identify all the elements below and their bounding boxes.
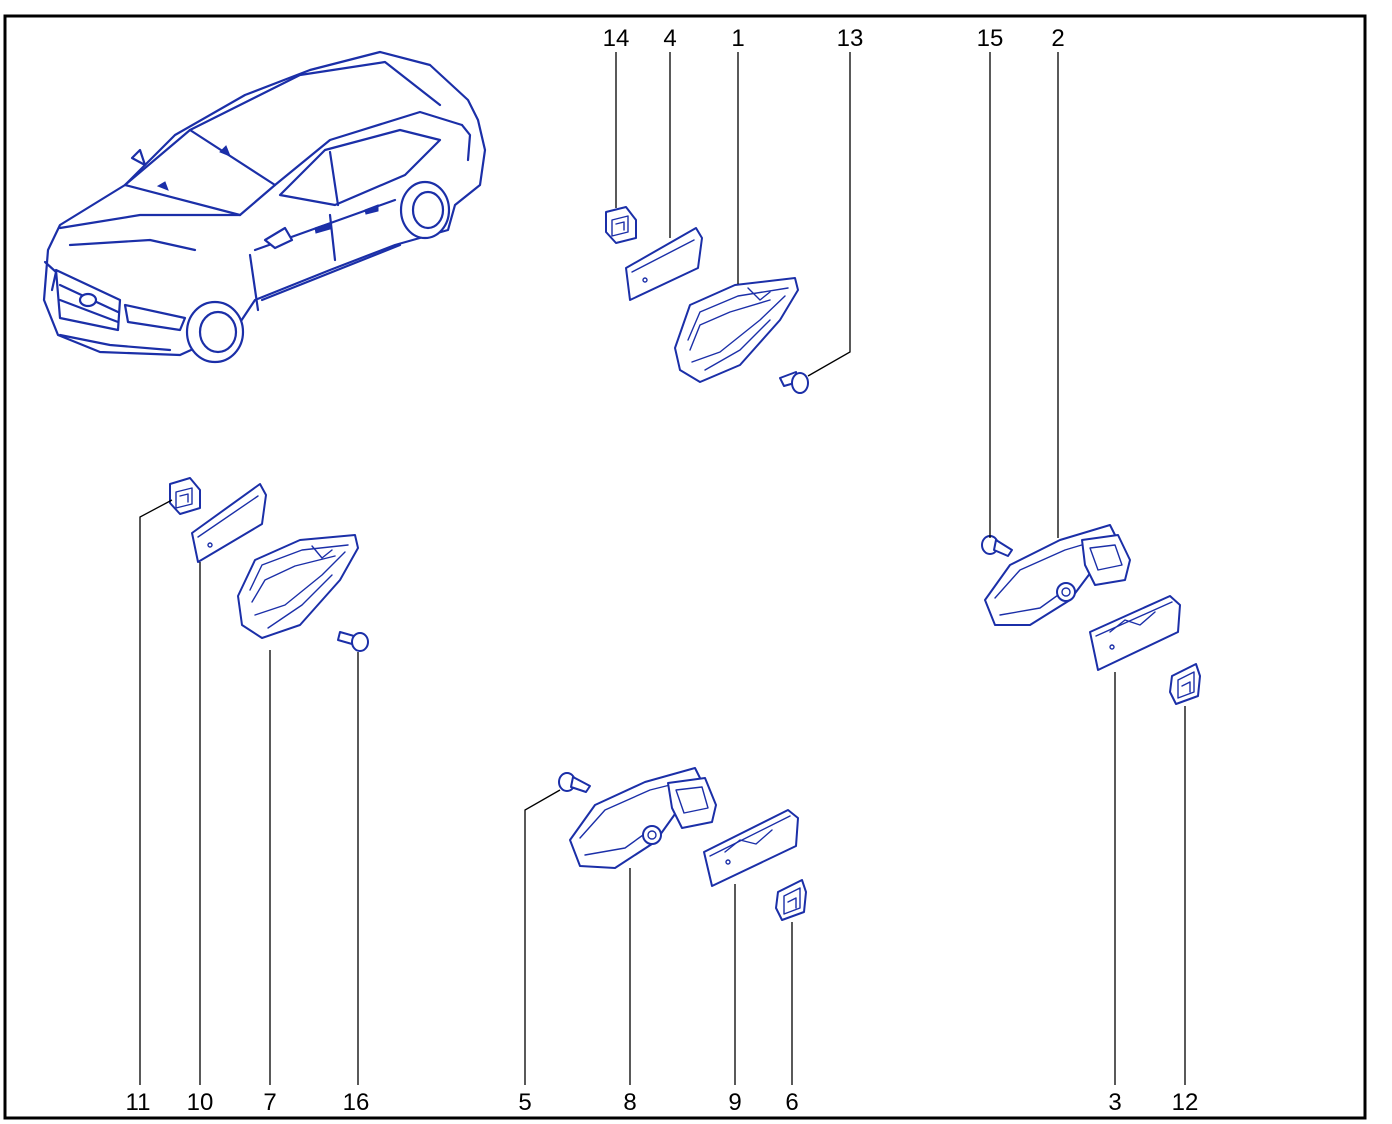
callout-3: 3 (1108, 1089, 1121, 1116)
part-7-door-handle (237, 534, 359, 639)
part-11-clip (169, 477, 201, 515)
leader-lines (139, 52, 1186, 1085)
callouts-bottom: 11 10 7 16 5 8 9 6 3 12 (126, 1089, 1199, 1116)
callout-1: 1 (731, 25, 744, 52)
part-5-screw (558, 772, 591, 793)
diagram-frame (3, 14, 1367, 1120)
part-13-screw (779, 371, 809, 394)
part-6-clip (775, 879, 807, 921)
callout-10: 10 (187, 1089, 214, 1116)
part-2-door-handle-mechanism (984, 524, 1131, 626)
callout-12: 12 (1172, 1089, 1199, 1116)
part-3-trim-insert (1089, 595, 1181, 671)
callout-4: 4 (663, 25, 676, 52)
callout-14: 14 (603, 25, 630, 52)
leader-13 (807, 52, 851, 377)
callout-16: 16 (343, 1089, 370, 1116)
part-9-trim-insert (703, 809, 799, 887)
callouts-top: 14 4 1 13 15 2 (603, 25, 1065, 52)
callout-2: 2 (1051, 25, 1064, 52)
part-15-screw (981, 535, 1013, 557)
callout-5: 5 (518, 1089, 531, 1116)
callout-11: 11 (126, 1089, 151, 1116)
callout-15: 15 (977, 25, 1004, 52)
callout-8: 8 (623, 1089, 636, 1116)
callout-9: 9 (728, 1089, 741, 1116)
part-10-trim-insert (191, 483, 267, 563)
part-1-door-handle (674, 277, 799, 383)
callout-7: 7 (263, 1089, 276, 1116)
part-16-screw (337, 631, 369, 652)
callout-13: 13 (837, 25, 864, 52)
leader-11 (139, 499, 173, 1085)
vehicle-illustration (42, 50, 487, 364)
part-4-trim-insert (625, 227, 703, 301)
leader-5 (524, 789, 561, 1085)
callout-6: 6 (785, 1089, 798, 1116)
part-12-clip (1169, 663, 1201, 705)
part-8-door-handle-mechanism (569, 767, 717, 869)
part-14-clip (605, 206, 637, 244)
